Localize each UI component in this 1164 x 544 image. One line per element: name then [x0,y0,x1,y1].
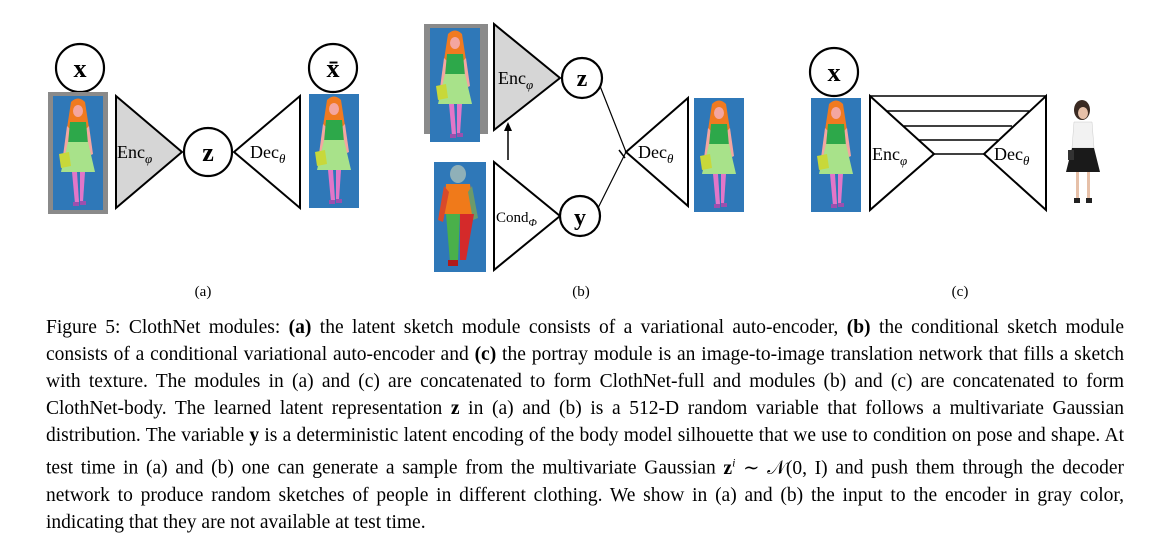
decoder-label-c: Decθ [994,144,1030,168]
node-z-b [560,56,604,100]
encoder-triangle-c [869,93,936,213]
node-y-b [558,194,602,238]
encoder-triangle-a [115,93,184,211]
node-y-b-label: y [574,205,586,231]
encoder-label-a: Encφ [117,142,152,166]
output-photo-c [1066,100,1100,203]
encoder-label-c: Encφ [872,144,907,168]
panel-b: Encφ z CondΦ y Decθ [424,21,744,273]
decoder-label-b: Decθ [638,142,674,166]
condition-label-b: CondΦ [496,210,538,229]
output-sketch-a [309,94,359,208]
caption-prefix: Figure 5: ClothNet modules: [46,317,289,338]
caption-c-label: (c) [474,344,497,365]
node-xbar-a [307,42,359,94]
figure-caption: Figure 5: ClothNet modules: (a) the late… [46,317,1124,533]
node-x-c [808,46,860,98]
z-to-dec-line [599,85,627,153]
panel-c-label: (c) [951,284,969,300]
node-z-a [182,126,234,178]
node-z-a-label: z [202,138,214,167]
input-sketch-c [811,98,861,212]
condition-triangle-b [493,159,562,273]
output-sketch-b [694,98,744,212]
figure-diagram: x Encφ z Decθ x̄ Encφ z CondΦ y [48,21,1100,273]
panel-b-label: (b) [572,284,590,300]
decoder-triangle-a [232,93,301,211]
decoder-label-a: Decθ [250,142,286,166]
panel-a: x Encφ z Decθ x̄ [48,42,359,214]
math-expression: zi ∼ 𝒩(0, I) [723,455,828,479]
figure: x Encφ z Decθ x̄ Encφ z CondΦ y [48,21,1100,273]
caption-b-label: (b) [846,317,871,338]
decoder-triangle-c [982,93,1047,213]
input-sketch-b [430,28,480,142]
panel-a-label: (a) [194,284,212,300]
panel-c: x Encφ Decθ [808,46,1100,213]
node-x-c-label: x [828,58,841,87]
input-sketch-a [53,96,103,210]
body-model-b [434,162,486,272]
node-x-a-label: x [74,54,87,83]
encoder-label-b: Encφ [498,68,533,92]
node-z-b-label: z [577,66,588,92]
y-to-dec-line [597,151,627,209]
encoder-triangle-b [493,21,562,133]
decoder-triangle-b [624,95,689,209]
node-xbar-a-label: x̄ [327,54,340,83]
caption-a-label: (a) [288,317,312,338]
